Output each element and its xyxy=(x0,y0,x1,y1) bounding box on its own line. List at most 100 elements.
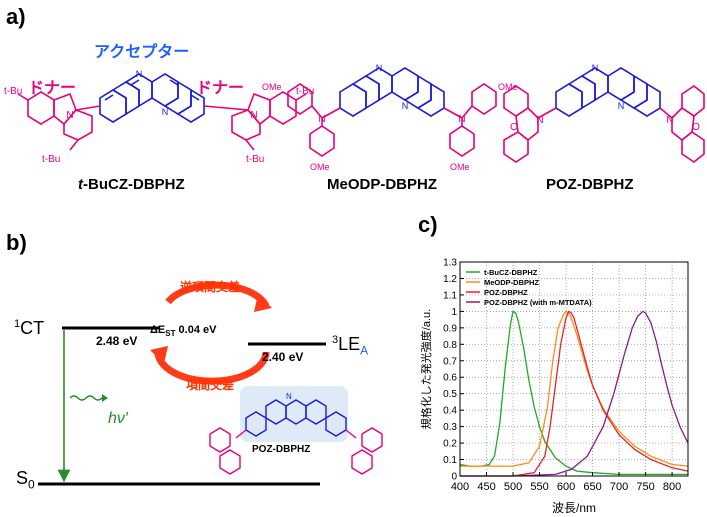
y-tick-label: 0.5 xyxy=(443,389,457,400)
tbu-label-1: t-Bu xyxy=(4,86,22,97)
y-tick-label: 0 xyxy=(451,472,457,483)
x-tick-label: 450 xyxy=(477,481,495,493)
panel-a-label: a) xyxy=(6,4,26,29)
dbphz-n-bottom-1: N xyxy=(162,107,169,117)
ome-label-2: OMe xyxy=(310,162,330,172)
molecule-name-1: t-BuCZ-DBPHZ xyxy=(78,176,185,193)
legend-entry-3: POZ-DBPHZ (with m-MTDATA) xyxy=(484,298,592,307)
carbazole-n-right: N xyxy=(250,110,257,121)
emission-label: hν′ xyxy=(108,410,128,427)
dbphz-core-1 xyxy=(99,73,205,123)
poz-dbphz-donors xyxy=(209,427,383,475)
y-tick-label: 0.1 xyxy=(443,455,457,466)
y-axis-label: 規格化した発光強度/a.u. xyxy=(419,309,433,429)
y-tick-label: 0.3 xyxy=(443,422,457,433)
series-line-2 xyxy=(460,310,689,477)
series-line-3 xyxy=(460,310,689,477)
le-state-label: 3LEA xyxy=(332,334,369,358)
poz-n-left: N xyxy=(536,115,543,126)
dbphz-n-top-2: N xyxy=(376,63,383,73)
ct-state-label: 1CT xyxy=(14,318,45,338)
plot-frame xyxy=(459,261,689,477)
photon-arrowhead xyxy=(102,394,108,402)
legend-entry-1: MeODP-DBPHZ xyxy=(484,278,539,287)
delta-est: ΔEST 0.04 eV xyxy=(150,324,217,339)
y-tick-label: 1.1 xyxy=(443,290,457,301)
poz-o-left: O xyxy=(510,122,518,133)
poz-n-right: N xyxy=(666,115,673,126)
panel-b-label: b) xyxy=(6,230,27,255)
emission-chart: 400 450 500 550 600 650 700 750 800 0 0.1 0.2 0.3 0.4… xyxy=(419,258,689,515)
risc-label: 逆項間交差 xyxy=(180,280,241,294)
chart-series xyxy=(459,310,689,477)
molecule-name-3: POZ-DBPHZ xyxy=(546,176,634,193)
ome-label-4: OMe xyxy=(450,162,470,172)
x-tick-label: 600 xyxy=(557,481,575,493)
tbu-label-3: t-Bu xyxy=(296,86,314,97)
donor-label-right: ドナー xyxy=(196,80,245,97)
y-tick-label: 0.4 xyxy=(443,406,457,417)
molecule-name-2: MeODP-DBPHZ xyxy=(327,176,438,193)
y-tick-label: 0.9 xyxy=(443,323,457,334)
isc-label: 項間交差 xyxy=(186,378,235,392)
ground-state-label: S0 xyxy=(16,468,35,492)
ome-label-1: OMe xyxy=(262,82,282,92)
chart-legend: t-BuCZ-DBPHZMeODP-DBPHZPOZ-DBPHZPOZ-DBPH… xyxy=(466,268,592,307)
isc-arrowhead xyxy=(150,346,168,364)
chart-ticks: 400 450 500 550 600 650 700 750 800 0 0.1 0.2 0.3 0.4… xyxy=(443,258,681,494)
legend-entry-0: t-BuCZ-DBPHZ xyxy=(484,268,538,277)
dbphz-n-top-3: N xyxy=(592,63,599,73)
molecule-meodp-dbphz xyxy=(287,67,497,157)
y-tick-label: 1 xyxy=(451,307,457,318)
y-tick-label: 1.2 xyxy=(443,274,457,285)
phenoxazine-groups xyxy=(503,85,705,163)
x-tick-label: 650 xyxy=(583,481,601,493)
poz-o-right: O xyxy=(692,122,700,133)
x-tick-label: 800 xyxy=(663,481,681,493)
amine-n-left: N xyxy=(318,114,325,125)
risc-arrowhead xyxy=(254,294,272,312)
series-line-1 xyxy=(460,310,689,467)
x-tick-label: 700 xyxy=(610,481,628,493)
carbazole-right xyxy=(203,91,297,141)
isc-arc xyxy=(154,351,270,385)
ct-energy: 2.48 eV xyxy=(96,334,138,348)
molecule-poz-dbphz xyxy=(503,67,705,163)
diagram-n-top: N xyxy=(286,392,292,401)
panel-a-structures: N N N N t-Bu t-Bu t-Bu t-Bu N N N N xyxy=(4,63,705,172)
y-tick-label: 0.2 xyxy=(443,439,457,450)
dbphz-core-2 xyxy=(339,67,445,117)
diagram-molecule-name: POZ-DBPHZ xyxy=(252,444,311,455)
energy-diagram: N xyxy=(38,281,383,486)
donor-label-left: ドナー xyxy=(28,80,77,97)
anisyl-groups xyxy=(287,83,497,157)
dbphz-n-top-1: N xyxy=(136,69,143,79)
ome-label-3: OMe xyxy=(498,82,518,92)
x-tick-label: 750 xyxy=(636,481,654,493)
tbu-label-2: t-Bu xyxy=(42,154,60,165)
y-tick-label: 0.8 xyxy=(443,340,457,351)
y-tick-label: 1.3 xyxy=(443,258,457,269)
dbphz-n-bottom-2: N xyxy=(402,101,409,111)
x-tick-label: 500 xyxy=(504,481,522,493)
y-tick-label: 0.7 xyxy=(443,356,457,367)
carbazole-n-left: N xyxy=(66,110,73,121)
legend-entry-2: POZ-DBPHZ xyxy=(484,288,528,297)
panel-c-label: c) xyxy=(418,212,438,237)
tbu-label-4: t-Bu xyxy=(246,154,264,165)
carbazole-left xyxy=(27,91,101,141)
x-tick-label: 550 xyxy=(530,481,548,493)
acceptor-label: アクセプター xyxy=(94,44,190,61)
tbu-bonds-1 xyxy=(17,93,307,151)
y-tick-label: 0.6 xyxy=(443,373,457,384)
molecule-highlight xyxy=(240,386,348,442)
x-axis-label: 波長/nm xyxy=(552,501,596,515)
series-line-0 xyxy=(459,310,688,476)
amine-n-right: N xyxy=(458,114,465,125)
photon-wave xyxy=(69,395,106,401)
le-energy: 2.40 eV xyxy=(262,350,304,364)
dbphz-core-3 xyxy=(555,67,661,117)
dbphz-n-bottom-3: N xyxy=(618,101,625,111)
x-tick-label: 400 xyxy=(451,481,469,493)
molecule-tbucz-dbphz xyxy=(17,73,307,151)
